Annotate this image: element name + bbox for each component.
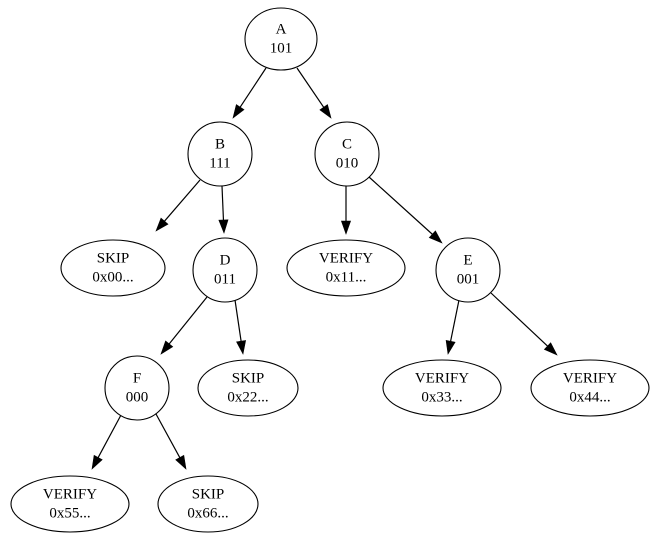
node-label-secondary: 0x55... xyxy=(49,505,90,521)
node-verify11[interactable]: VERIFY 0x11... xyxy=(286,239,406,297)
edge-line xyxy=(96,414,122,460)
node-label-secondary: 0x00... xyxy=(92,269,133,285)
node-label-primary: F xyxy=(133,370,141,386)
node-skip00[interactable]: SKIP 0x00... xyxy=(60,239,166,297)
arrowhead-icon xyxy=(428,230,443,244)
arrowhead-icon xyxy=(236,340,247,355)
node-shape-circle[interactable] xyxy=(314,121,380,187)
node-verify55[interactable]: VERIFY 0x55... xyxy=(10,475,130,533)
node-label-secondary: 111 xyxy=(209,155,230,171)
node-skip66[interactable]: SKIP 0x66... xyxy=(157,475,259,533)
node-shape-ellipse[interactable] xyxy=(10,475,130,533)
node-label-secondary: 0x11... xyxy=(326,269,367,285)
node-verify44[interactable]: VERIFY 0x44... xyxy=(530,359,650,417)
node-label-secondary: 0x33... xyxy=(421,389,462,405)
edge-c-to-verify11 xyxy=(340,186,352,235)
edge-line xyxy=(368,176,435,237)
node-shape-ellipse[interactable] xyxy=(60,239,166,297)
arrowhead-icon xyxy=(218,219,229,234)
node-c[interactable]: C 010 xyxy=(314,121,380,187)
node-label-secondary: 0x44... xyxy=(569,389,610,405)
node-label-primary: D xyxy=(220,252,231,268)
node-shape-ellipse[interactable] xyxy=(382,359,502,417)
node-label-primary: VERIFY xyxy=(319,250,373,266)
node-label-primary: C xyxy=(342,136,352,152)
arrowhead-icon xyxy=(340,220,352,235)
arrowhead-icon xyxy=(91,454,103,470)
nodes-layer: A101B111C010SKIP0x00...D011VERIFY0x11...… xyxy=(10,7,650,533)
node-shape-ellipse[interactable] xyxy=(157,475,259,533)
node-label-primary: SKIP xyxy=(192,486,225,502)
node-skip22[interactable]: SKIP 0x22... xyxy=(197,359,299,417)
edge-line xyxy=(162,179,201,224)
arrowhead-icon xyxy=(543,342,558,356)
edge-b-to-d xyxy=(218,185,229,234)
edge-line xyxy=(490,292,550,348)
edge-line xyxy=(238,67,267,110)
arrowhead-icon xyxy=(232,104,245,119)
node-label-primary: B xyxy=(215,136,225,152)
edge-line xyxy=(167,296,208,346)
node-shape-circle[interactable] xyxy=(104,355,170,421)
node-label-primary: SKIP xyxy=(97,250,130,266)
node-f[interactable]: F 000 xyxy=(104,355,170,421)
edge-e-to-verify33 xyxy=(445,299,460,355)
edge-e-to-verify44 xyxy=(490,292,558,356)
node-label-primary: E xyxy=(463,252,472,268)
node-label-secondary: 011 xyxy=(214,271,236,287)
arrowhead-icon xyxy=(155,217,169,232)
edge-f-to-verify55 xyxy=(91,414,122,470)
node-label-secondary: 000 xyxy=(126,389,149,405)
node-label-primary: VERIFY xyxy=(415,370,469,386)
node-label-secondary: 010 xyxy=(336,155,359,171)
node-d[interactable]: D 011 xyxy=(192,237,258,303)
node-shape-ellipse[interactable] xyxy=(286,239,406,297)
node-label-primary: VERIFY xyxy=(563,370,617,386)
node-label-primary: SKIP xyxy=(232,370,265,386)
node-shape-ellipse[interactable] xyxy=(530,359,650,417)
node-label-secondary: 101 xyxy=(270,40,293,56)
edge-line xyxy=(221,185,225,223)
edge-b-to-skip00 xyxy=(155,179,201,232)
node-label-secondary: 001 xyxy=(457,271,480,287)
node-shape-ellipse[interactable] xyxy=(197,359,299,417)
node-shape-circle[interactable] xyxy=(244,7,318,71)
node-verify33[interactable]: VERIFY 0x33... xyxy=(382,359,502,417)
edge-line xyxy=(234,299,242,344)
node-label-primary: VERIFY xyxy=(43,486,97,502)
edge-line xyxy=(155,413,182,460)
edges-layer xyxy=(91,67,558,470)
node-label-primary: A xyxy=(276,21,287,37)
arrowhead-icon xyxy=(160,340,174,355)
node-shape-circle[interactable] xyxy=(192,237,258,303)
arrowhead-icon xyxy=(445,339,456,355)
edge-c-to-e xyxy=(368,176,443,244)
node-b[interactable]: B 111 xyxy=(187,121,253,187)
edge-line xyxy=(296,67,326,110)
edge-f-to-skip66 xyxy=(155,413,187,470)
node-label-secondary: 0x66... xyxy=(187,505,228,521)
node-label-secondary: 0x22... xyxy=(227,389,268,405)
edge-a-to-c xyxy=(296,67,332,119)
edge-d-to-f xyxy=(160,296,208,355)
arrowhead-icon xyxy=(319,104,332,119)
node-shape-circle[interactable] xyxy=(187,121,253,187)
node-shape-circle[interactable] xyxy=(435,237,501,303)
edge-d-to-skip22 xyxy=(234,299,247,355)
edge-a-to-b xyxy=(232,67,267,119)
edge-line xyxy=(449,299,460,344)
node-e[interactable]: E 001 xyxy=(435,237,501,303)
arrowhead-icon xyxy=(175,454,187,470)
node-a[interactable]: A 101 xyxy=(244,7,318,71)
